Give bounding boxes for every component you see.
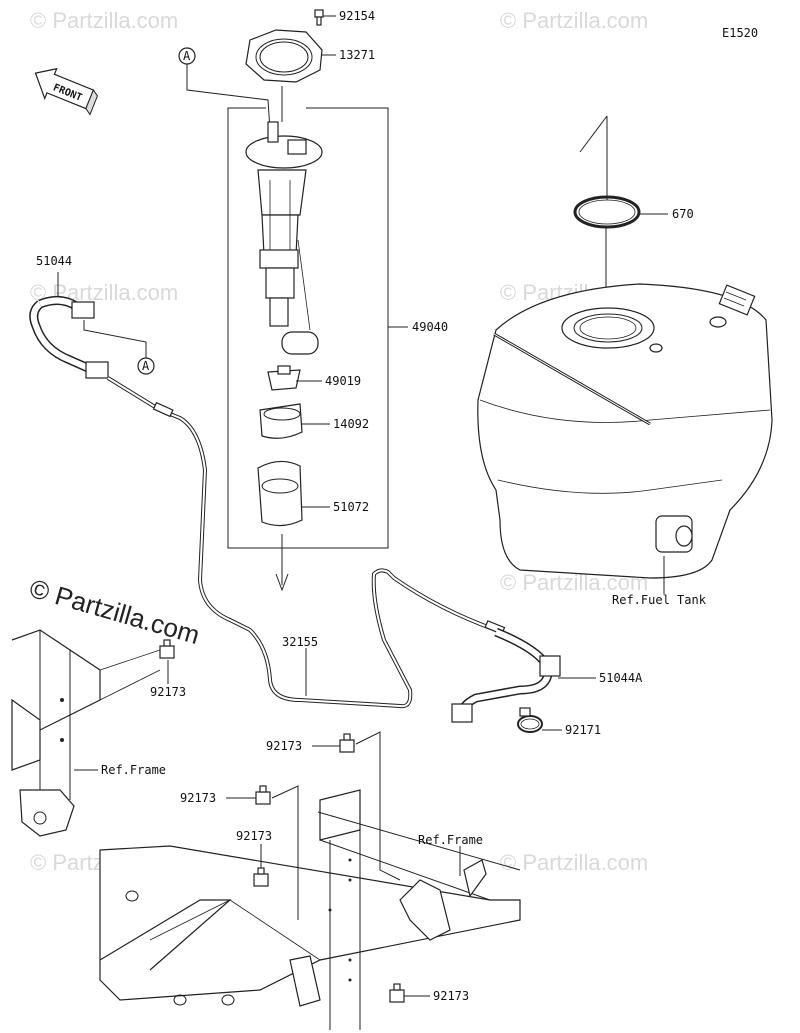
filter-49019 (267, 365, 301, 391)
part-label-92154: 92154 (339, 9, 375, 23)
part-label-14092: 14092 (333, 417, 369, 431)
callout-a: A (142, 359, 150, 373)
clip-92173 (253, 867, 269, 887)
part-label-49019: 49019 (325, 374, 361, 388)
hose-51044 (29, 296, 109, 379)
front-arrow-icon: FRONT (34, 67, 99, 116)
ref-frame: Ref.Frame (418, 833, 483, 847)
part-label-49040: 49040 (412, 320, 448, 334)
watermark: © Partzilla.com (500, 8, 648, 33)
hose-51044a (451, 627, 561, 723)
clip-92173 (389, 983, 405, 1003)
lower-frame (99, 789, 521, 1030)
part-label-13271: 13271 (339, 48, 375, 62)
ref-frame: Ref.Frame (101, 763, 166, 777)
o-ring-670 (573, 195, 641, 229)
part-label-92173: 92173 (266, 739, 302, 753)
part-label-92173: 92173 (180, 791, 216, 805)
clip-92173 (255, 785, 271, 805)
part-label-51072: 51072 (333, 500, 369, 514)
cover-51072 (257, 460, 303, 527)
holder-14092 (259, 403, 303, 439)
callout-a: A (183, 49, 191, 63)
plate-13271 (245, 29, 323, 83)
clip-92173 (339, 733, 355, 753)
watermark: © Partzilla.com (30, 8, 178, 33)
diagram-code: E1520 (722, 26, 758, 40)
part-label-92173: 92173 (150, 685, 186, 699)
part-label-92173: 92173 (236, 829, 272, 843)
fuel-pump-49040 (245, 121, 323, 355)
fuel-tank (477, 283, 773, 579)
part-label-51044a: 51044A (599, 671, 643, 685)
part-label-92171: 92171 (565, 723, 601, 737)
bolt-92154 (314, 9, 324, 26)
assembly-bracket (227, 86, 408, 592)
left-frame (11, 629, 161, 837)
part-label-92173: 92173 (433, 989, 469, 1003)
part-label-670: 670 (672, 207, 694, 221)
callout-a-circle (137, 357, 155, 375)
watermark: © Partzilla.com (500, 850, 648, 875)
clamp-92171 (517, 707, 543, 733)
clip-92173 (159, 639, 175, 659)
ref-fuel-tank: Ref.Fuel Tank (612, 593, 707, 607)
part-label-32155: 32155 (282, 635, 318, 649)
part-label-51044: 51044 (36, 254, 72, 268)
